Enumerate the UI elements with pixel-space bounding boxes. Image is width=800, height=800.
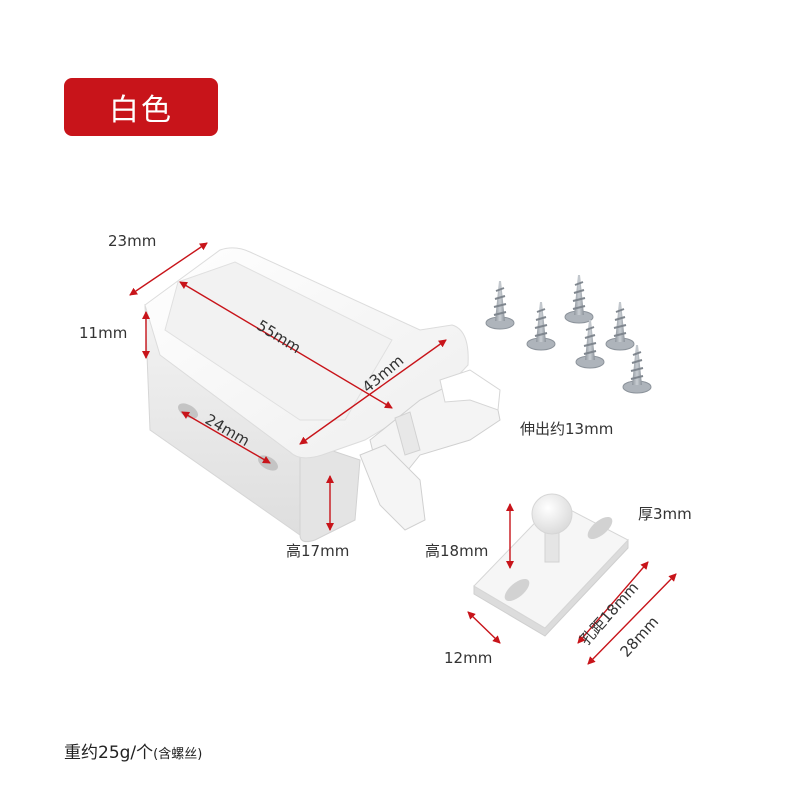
plate-length-arrow: [587, 573, 677, 665]
side-height-label: 11mm: [79, 324, 128, 342]
plate-width-arrow: [467, 611, 501, 644]
screw-set: [485, 275, 652, 394]
weight-info: 重约25g/个(含螺丝): [64, 738, 202, 763]
color-badge: 白色: [64, 78, 218, 136]
plate-thickness-label: 厚3mm: [638, 505, 692, 523]
screw-icon: [485, 281, 515, 330]
width-arrow: [129, 242, 208, 296]
depth-arrow: [299, 339, 447, 445]
extension-label: 伸出约13mm: [520, 420, 614, 438]
screw-icon: [564, 275, 594, 324]
striker-height-label: 高18mm: [425, 542, 489, 560]
screw-icon: [622, 345, 652, 394]
striker-plate: [473, 493, 629, 637]
screw-icon: [575, 320, 605, 369]
hole-span-arrow: [181, 411, 271, 464]
weight-text: 重约25g/个: [64, 743, 154, 763]
weight-note: (含螺丝): [153, 747, 203, 762]
body-height-label: 高17mm: [286, 542, 350, 560]
plate-width-label: 12mm: [444, 649, 493, 667]
screw-icon: [605, 302, 635, 351]
screw-icon: [526, 302, 556, 351]
width-label: 23mm: [108, 232, 157, 250]
